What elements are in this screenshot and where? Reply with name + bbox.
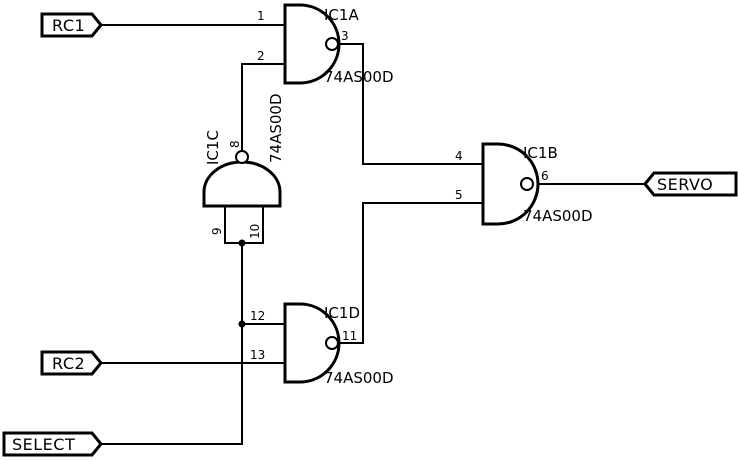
- port-label: RC2: [52, 354, 85, 373]
- pin-number: 3: [341, 29, 349, 43]
- junction-dot: [238, 320, 246, 328]
- inversion-bubble: [235, 150, 249, 164]
- inversion-bubble: [520, 177, 534, 191]
- input-port-flag: [40, 350, 103, 376]
- gate-name-label: IC1A: [324, 6, 359, 24]
- gate-ic1d: IC1D 74AS00D 12 13 11: [250, 302, 394, 387]
- wire-select-bus: [100, 243, 243, 445]
- port-select: SELECT: [2, 431, 103, 457]
- wire-ic1a-out-to-ic1b-pin4: [338, 43, 483, 165]
- port-rc2: RC2: [40, 350, 103, 376]
- gate-ic1c: IC1C 74AS00D 8 9 10: [202, 93, 285, 239]
- pin-number: 9: [210, 227, 224, 235]
- gate-ic1b: IC1B 74AS00D 4 5 6: [455, 142, 593, 226]
- nand-gate-body: [202, 160, 282, 208]
- nand-gate-body: [283, 3, 341, 85]
- pin-number: 1: [257, 9, 265, 23]
- port-label: RC1: [52, 16, 85, 35]
- input-port-flag: [40, 12, 103, 38]
- output-port-flag: [643, 171, 738, 197]
- pin-number: 2: [257, 49, 265, 63]
- port-label: SERVO: [657, 175, 713, 194]
- wires: [100, 24, 645, 445]
- inversion-bubble: [325, 37, 339, 51]
- gate-part-label: 74AS00D: [324, 369, 394, 387]
- pin-number: 11: [342, 329, 357, 343]
- inversion-bubble: [325, 336, 339, 350]
- gate-part-label: 74AS00D: [267, 93, 285, 163]
- pin-number: 10: [248, 224, 262, 239]
- junction-dot: [238, 239, 246, 247]
- pin-number: 5: [455, 188, 463, 202]
- gate-part-label: 74AS00D: [523, 207, 593, 225]
- pin-number: 13: [250, 348, 265, 362]
- wire-ic1c-out-to-ic1a-pin2: [241, 63, 285, 150]
- nand-gate-body: [481, 142, 540, 226]
- gate-name-label: IC1C: [204, 130, 222, 165]
- pin-number: 6: [541, 169, 549, 183]
- pin-number: 12: [250, 309, 265, 323]
- input-port-flag: [2, 431, 103, 457]
- port-label: SELECT: [12, 435, 75, 454]
- port-rc1: RC1: [40, 12, 103, 38]
- gate-part-label: 74AS00D: [324, 68, 394, 86]
- port-servo: SERVO: [643, 171, 738, 197]
- gate-name-label: IC1B: [523, 144, 558, 162]
- wire-ic1d-out-to-ic1b-pin5: [338, 202, 483, 344]
- pin-number: 8: [228, 140, 242, 148]
- gate-name-label: IC1D: [324, 304, 360, 322]
- gate-ic1a: IC1A 74AS00D 1 2 3: [257, 3, 394, 86]
- pin-number: 4: [455, 149, 463, 163]
- nand-gate-body: [283, 302, 341, 384]
